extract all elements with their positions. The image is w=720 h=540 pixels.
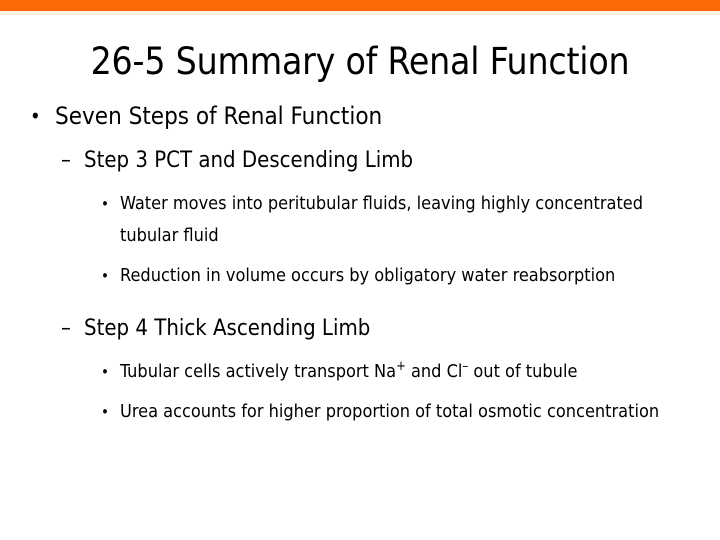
outline-text: Water moves into peritubular fluids, lea…: [120, 193, 644, 246]
bullet-dot-small-icon: •: [101, 195, 109, 213]
slide-title: 26-5 Summary of Renal Function: [90, 40, 630, 83]
accent-bar-top: [0, 0, 720, 11]
sodium-charge-superscript: +: [396, 359, 406, 374]
outline-text: Seven Steps of Renal Function: [55, 102, 383, 130]
outline-item-level3-water: • Water moves into peritubular fluids, l…: [0, 188, 720, 252]
bullet-dot-icon: •: [30, 104, 41, 128]
bullet-dash-icon: –: [61, 148, 71, 173]
bullet-dot-small-icon: •: [101, 267, 109, 285]
outline-item-level3-reduction: • Reduction in volume occurs by obligato…: [0, 260, 720, 292]
outline-text: Step 3 PCT and Descending Limb: [84, 148, 414, 173]
accent-rule-top: [0, 11, 720, 15]
outline-text-part: Tubular cells actively transport Na: [120, 361, 397, 382]
slide-body: • Seven Steps of Renal Function – Step 3…: [0, 100, 720, 436]
outline-item-level3-urea: • Urea accounts for higher proportion of…: [0, 396, 720, 428]
outline-item-level2-step4: – Step 4 Thick Ascending Limb: [0, 314, 720, 344]
outline-item-level2-step3: – Step 3 PCT and Descending Limb: [0, 146, 720, 176]
outline-text: Tubular cells actively transport Na+ and…: [120, 356, 686, 388]
outline-text-part: and Cl: [405, 361, 463, 382]
outline-item-level1: • Seven Steps of Renal Function: [0, 100, 720, 132]
outline-text: Step 4 Thick Ascending Limb: [84, 316, 371, 341]
chloride-charge-superscript: –: [462, 359, 469, 374]
outline-item-level3-tubular-cells: • Tubular cells actively transport Na+ a…: [0, 356, 720, 388]
outline-text: Urea accounts for higher proportion of t…: [120, 401, 660, 422]
outline-text-part: out of tubule: [468, 361, 578, 382]
bullet-dot-small-icon: •: [101, 403, 109, 421]
bullet-dash-icon: –: [61, 316, 71, 341]
outline-text: Reduction in volume occurs by obligatory…: [120, 265, 616, 286]
bullet-dot-small-icon: •: [101, 363, 109, 381]
